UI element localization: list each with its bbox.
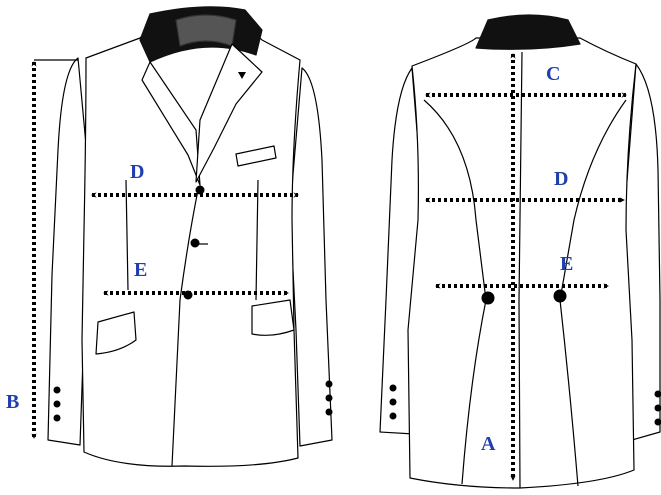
front-collar-inner [175, 14, 237, 47]
back-waist-buttons [481, 289, 567, 305]
front-view-jacket [47, 6, 333, 467]
back-measurements [425, 53, 627, 481]
front-label-b: B [6, 391, 19, 413]
front-right-dart [255, 179, 259, 301]
back-right-cuff-button-2 [654, 404, 661, 412]
back-right-sleeve [623, 63, 661, 441]
front-lapel-buttonhole [238, 72, 246, 79]
front-left-pocket [95, 311, 137, 355]
back-left-cuff-button-3 [389, 412, 397, 420]
front-left-lapel [141, 61, 201, 186]
front-right-lapel [195, 43, 263, 183]
front-left-cuff-button-2 [53, 400, 61, 408]
front-left-cuff-button-1 [53, 386, 61, 394]
front-right-cuff-button-3 [325, 408, 333, 416]
back-view-jacket [379, 14, 661, 489]
front-button-2 [190, 238, 200, 248]
front-right-pocket [251, 299, 295, 336]
back-left-waist-button [481, 291, 495, 305]
back-label-c: C [546, 63, 560, 85]
front-label-d: D [130, 161, 144, 183]
back-label-e: E [560, 253, 573, 275]
back-body-outline [407, 37, 637, 489]
front-cuff-buttons [53, 380, 333, 422]
front-right-cuff-button-1 [325, 380, 333, 388]
front-label-e: E [134, 259, 147, 281]
back-left-cuff-button-2 [389, 398, 397, 406]
back-collar [475, 14, 581, 50]
front-buttons [183, 185, 208, 300]
front-right-cuff-button-2 [325, 394, 333, 402]
front-measurements [31, 61, 299, 439]
back-label-d: D [554, 168, 568, 190]
back-label-a: A [481, 433, 496, 455]
back-cuff-buttons [389, 384, 661, 426]
front-body-outline [81, 27, 301, 467]
front-right-sleeve [289, 67, 333, 447]
front-breast-pocket [235, 145, 277, 167]
back-right-waist-button [553, 289, 567, 303]
back-left-cuff-button-1 [389, 384, 397, 392]
front-left-dart [125, 179, 129, 291]
back-right-cuff-button-1 [654, 390, 661, 398]
front-button-1 [195, 185, 205, 195]
front-left-cuff-button-3 [53, 414, 61, 422]
front-opening-line [171, 189, 199, 467]
back-right-cuff-button-3 [654, 418, 661, 426]
front-left-sleeve [47, 57, 93, 446]
